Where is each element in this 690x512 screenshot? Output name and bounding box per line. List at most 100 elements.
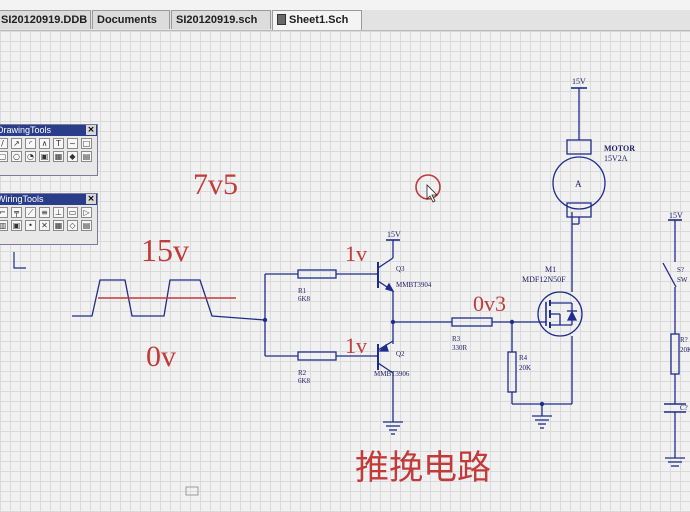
text-icon[interactable]: T (53, 138, 64, 149)
junction-ground (539, 401, 545, 407)
tab-ddb[interactable]: SI20120919.DDB (0, 10, 91, 29)
switch-ref: S? (677, 266, 684, 274)
ellipse-icon[interactable]: ○ (11, 151, 22, 162)
polygon-icon[interactable]: ◆ (67, 151, 78, 162)
tab-documents-label: Documents (97, 14, 157, 26)
q2-base-note: 1v (345, 333, 367, 358)
q3-transistor (375, 257, 395, 293)
right-resistor-ref: R? (680, 336, 688, 344)
drawing-tools-palette[interactable]: DrawingTools × / ↗ ◜ ∧ T ~ □ ▢ ○ ◔ ▣ ▦ ◆… (0, 124, 98, 176)
switch-type: SW (677, 276, 688, 284)
scroll-corner (185, 486, 199, 496)
r2-ref: R2 (298, 369, 307, 377)
q3-supply-label: 15V (387, 230, 401, 239)
motor-symbol-label: A (575, 179, 582, 189)
rectangle-icon[interactable]: □ (81, 138, 92, 149)
tab-sheet1-label: Sheet1.Sch (289, 14, 349, 26)
junction-input (262, 317, 268, 323)
r1-value: 6K8 (298, 295, 311, 303)
arc-icon[interactable]: ◜ (25, 138, 36, 149)
sheet-symbol-icon[interactable]: ▥ (0, 220, 8, 231)
junction-output (390, 319, 396, 325)
m1-ground-symbol (532, 404, 552, 429)
high-level-note: 15v (141, 232, 189, 268)
mouse-pointer-icon (426, 184, 438, 203)
image-icon[interactable]: ▣ (39, 151, 50, 162)
tab-bar-strip (0, 0, 690, 10)
drawing-tools-title-bar[interactable]: DrawingTools × (0, 125, 97, 136)
q3-part: MMBT3904 (396, 281, 432, 289)
r3-value: 330R (452, 344, 468, 352)
switch-supply-label: 15V (669, 211, 683, 220)
close-icon[interactable]: × (86, 125, 96, 135)
power-port-icon[interactable]: ⊥ (53, 207, 64, 218)
input-square-wave (72, 279, 266, 321)
q2-transistor (375, 340, 394, 374)
tab-ddb-label: SI20120919.DDB (1, 14, 88, 26)
bezier-icon[interactable]: ~ (67, 138, 78, 149)
document-tab-bar: SI20120919.DDB Documents SI20120919.sch … (0, 0, 690, 31)
right-ground-symbol (665, 457, 685, 467)
rounded-rect-icon[interactable]: ▢ (0, 151, 8, 162)
r1-resistor (297, 269, 337, 279)
cursor-circle-marker (415, 174, 441, 200)
mid-voltage-note: 7v5 (193, 168, 238, 201)
close-icon[interactable]: × (86, 194, 96, 204)
polyline-icon[interactable]: ∧ (39, 138, 50, 149)
right-resistor (670, 333, 680, 375)
arrow-icon[interactable]: ↗ (11, 138, 22, 149)
q2-ref: Q2 (396, 350, 405, 358)
r3-resistor (451, 317, 493, 327)
bus-icon[interactable]: ╤ (11, 207, 22, 218)
r1-ref: R1 (298, 287, 307, 295)
array-icon[interactable]: ▦ (53, 151, 64, 162)
r4-resistor (507, 351, 517, 393)
motor-symbol (552, 156, 606, 210)
motor-label: MOTOR (604, 144, 635, 153)
junction-icon[interactable]: • (25, 220, 36, 231)
tab-documents[interactable]: Documents (92, 10, 170, 29)
tab-sheet1[interactable]: Sheet1.Sch (272, 10, 362, 30)
drawing-tools-title: DrawingTools (0, 125, 52, 135)
q2-ground-symbol (383, 421, 403, 435)
motor-supply-label: 15V (572, 77, 586, 86)
net-label-icon[interactable]: ≡ (39, 207, 50, 218)
wiring-tools-title: WiringTools (0, 194, 44, 204)
graph-icon[interactable]: ▤ (81, 151, 92, 162)
switch-blade (662, 262, 677, 288)
r4-ref: R4 (519, 354, 528, 362)
sheet-icon (277, 14, 286, 25)
wiring-tools-title-bar[interactable]: WiringTools × (0, 194, 97, 205)
motor-top-brush (566, 139, 592, 155)
sheet-entry-icon[interactable]: ▣ (11, 220, 22, 231)
line-icon[interactable]: / (0, 138, 8, 149)
part-icon[interactable]: ▭ (67, 207, 78, 218)
pie-icon[interactable]: ◔ (25, 151, 36, 162)
pcb-layout-icon[interactable]: ▦ (53, 220, 64, 231)
bus-entry-icon[interactable]: ⟋ (25, 207, 36, 218)
wiring-tools-palette[interactable]: WiringTools × ⌐ ╤ ⟋ ≡ ⊥ ▭ ▷ ▥ ▣ • ✕ ▦ ◇ … (0, 193, 98, 245)
directive-icon[interactable]: ◇ (67, 220, 78, 231)
schematic-sheet[interactable] (0, 31, 690, 512)
tab-sch[interactable]: SI20120919.sch (171, 10, 271, 29)
circuit-title: 推挽电路 (355, 448, 491, 488)
wire-icon[interactable]: ⌐ (0, 207, 8, 218)
port-icon[interactable]: ▷ (81, 207, 92, 218)
tab-sch-label: SI20120919.sch (176, 14, 258, 26)
q3-base-note: 1v (345, 241, 367, 266)
q2-part: MMBT3906 (374, 370, 410, 378)
m1-ref: M1 (545, 265, 556, 274)
io-icon[interactable]: ▤ (81, 220, 92, 231)
right-resistor-value: 20K (680, 346, 690, 354)
palette-anchor-mark (13, 252, 26, 269)
low-level-note: 0v (146, 340, 176, 373)
r3-ref: R3 (452, 335, 461, 343)
m1-part: MDF12N50F (522, 275, 566, 284)
right-capacitor-ref: C? (680, 404, 688, 412)
m1-mosfet (537, 291, 583, 337)
motor-rating: 15V2A (604, 154, 628, 163)
motor-bottom-brush (566, 202, 592, 218)
no-erc-icon[interactable]: ✕ (39, 220, 50, 231)
gate-voltage-note: 0v3 (473, 291, 506, 316)
